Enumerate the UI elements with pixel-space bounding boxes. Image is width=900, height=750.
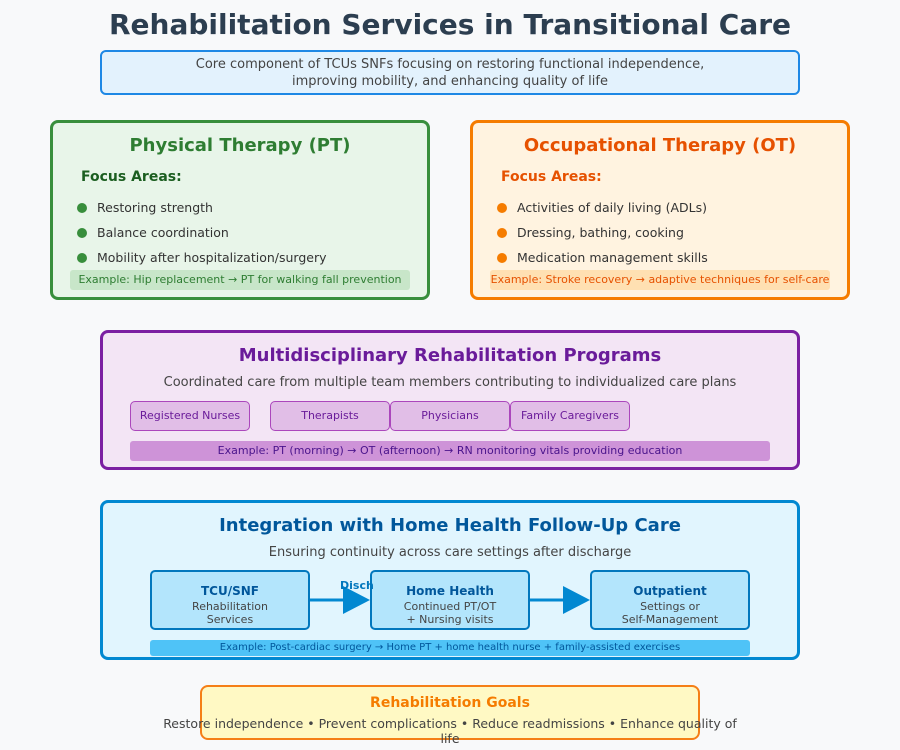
- bullet-icon: [497, 228, 507, 238]
- team-member-physicians: Physicians: [390, 401, 510, 431]
- ot-example: Example: Stroke recovery → adaptive tech…: [490, 270, 830, 290]
- goals-text: Restore independence • Prevent complicat…: [163, 716, 737, 746]
- pt-title: Physical Therapy (PT): [129, 135, 351, 156]
- intro-line-2: improving mobility, and enhancing qualit…: [292, 74, 608, 89]
- page-title: Rehabilitation Services in Transitional …: [108, 8, 792, 41]
- team-member-nurses: Registered Nurses: [130, 401, 250, 431]
- bullet-icon: [77, 253, 87, 263]
- bullet-icon: [77, 228, 87, 238]
- goals-title: Rehabilitation Goals: [370, 695, 530, 711]
- ot-focus-label: Focus Areas:: [501, 169, 602, 185]
- team-member-therapists: Therapists: [270, 401, 390, 431]
- intro-box: Core component of TCUs SNFs focusing on …: [100, 50, 800, 95]
- intro-line-1: Core component of TCUs SNFs focusing on …: [195, 57, 705, 72]
- home-health-card: Integration with Home Health Follow-Up C…: [100, 500, 800, 660]
- ot-item: Dressing, bathing, cooking: [497, 224, 684, 242]
- physical-therapy-card: Physical Therapy (PT) Focus Areas: Resto…: [50, 120, 430, 300]
- arrow-to-outpatient: [530, 586, 590, 614]
- pt-example: Example: Hip replacement → PT for walkin…: [70, 270, 410, 290]
- multi-example: Example: PT (morning) → OT (afternoon) →…: [130, 441, 770, 461]
- step-home-health: Home Health Continued PT/OT + Nursing vi…: [370, 570, 530, 630]
- multi-title: Multidisciplinary Rehabilitation Program…: [238, 345, 662, 366]
- home-title: Integration with Home Health Follow-Up C…: [219, 515, 681, 536]
- pt-focus-label: Focus Areas:: [81, 169, 182, 185]
- ot-item: Activities of daily living (ADLs): [497, 199, 707, 217]
- discharge-label: Discharge: [340, 579, 374, 592]
- home-example: Example: Post-cardiac surgery → Home PT …: [150, 640, 750, 656]
- ot-title: Occupational Therapy (OT): [523, 135, 797, 156]
- occupational-therapy-card: Occupational Therapy (OT) Focus Areas: A…: [470, 120, 850, 300]
- bullet-icon: [497, 253, 507, 263]
- ot-item: Medication management skills: [497, 249, 708, 267]
- bullet-icon: [497, 203, 507, 213]
- bullet-icon: [77, 203, 87, 213]
- pt-item: Restoring strength: [77, 199, 213, 217]
- goals-box: Rehabilitation Goals: [200, 685, 700, 740]
- step-tcu-snf: TCU/SNF Rehabilitation Services: [150, 570, 310, 630]
- team-member-caregivers: Family Caregivers: [510, 401, 630, 431]
- multi-description: Coordinated care from multiple team memb…: [163, 375, 737, 390]
- multidisciplinary-card: Multidisciplinary Rehabilitation Program…: [100, 330, 800, 470]
- pt-item: Balance coordination: [77, 224, 229, 242]
- arrow-to-home-health: [310, 586, 370, 614]
- home-description: Ensuring continuity across care settings…: [268, 545, 632, 560]
- step-outpatient: Outpatient Settings or Self-Management: [590, 570, 750, 630]
- pt-item: Mobility after hospitalization/surgery: [77, 249, 327, 267]
